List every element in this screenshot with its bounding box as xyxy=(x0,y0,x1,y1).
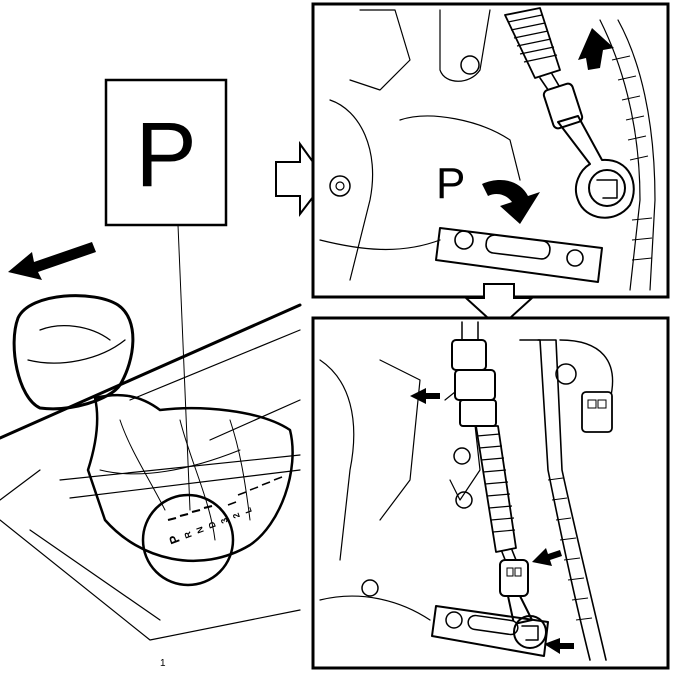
step-down-arrow-icon xyxy=(463,283,535,330)
shift-knob xyxy=(12,294,135,411)
gate-letter-D: D xyxy=(206,520,218,530)
callout-label: P xyxy=(135,104,196,206)
gate-letter-N: N xyxy=(194,525,206,535)
clip-arrow-icon xyxy=(532,548,562,566)
gate-letter-3: 3 xyxy=(219,517,230,525)
shift-boot xyxy=(86,393,294,563)
lever-up-arrow-icon xyxy=(578,28,614,70)
move-direction-arrow-icon xyxy=(8,242,96,280)
cable-lock-arrow-icon xyxy=(410,388,440,404)
callout-box xyxy=(104,78,228,227)
gate-letter-2: 2 xyxy=(231,512,242,520)
detail-magnifier-circle xyxy=(141,493,235,587)
bottom-detail-panel xyxy=(311,316,670,670)
lever-rotate-arrow-icon xyxy=(482,180,540,224)
gate-letter-L: L xyxy=(242,506,253,515)
top-panel-label: P xyxy=(436,159,465,208)
gate-letter-P: P xyxy=(166,533,183,547)
figure-id: 1 xyxy=(160,658,166,669)
gate-letter-R: R xyxy=(182,530,194,540)
shift-lever-illustration xyxy=(0,224,302,641)
top-detail-panel xyxy=(311,2,670,299)
lever-nut-arrow-icon xyxy=(544,638,574,654)
callout-leader-line xyxy=(177,224,191,511)
